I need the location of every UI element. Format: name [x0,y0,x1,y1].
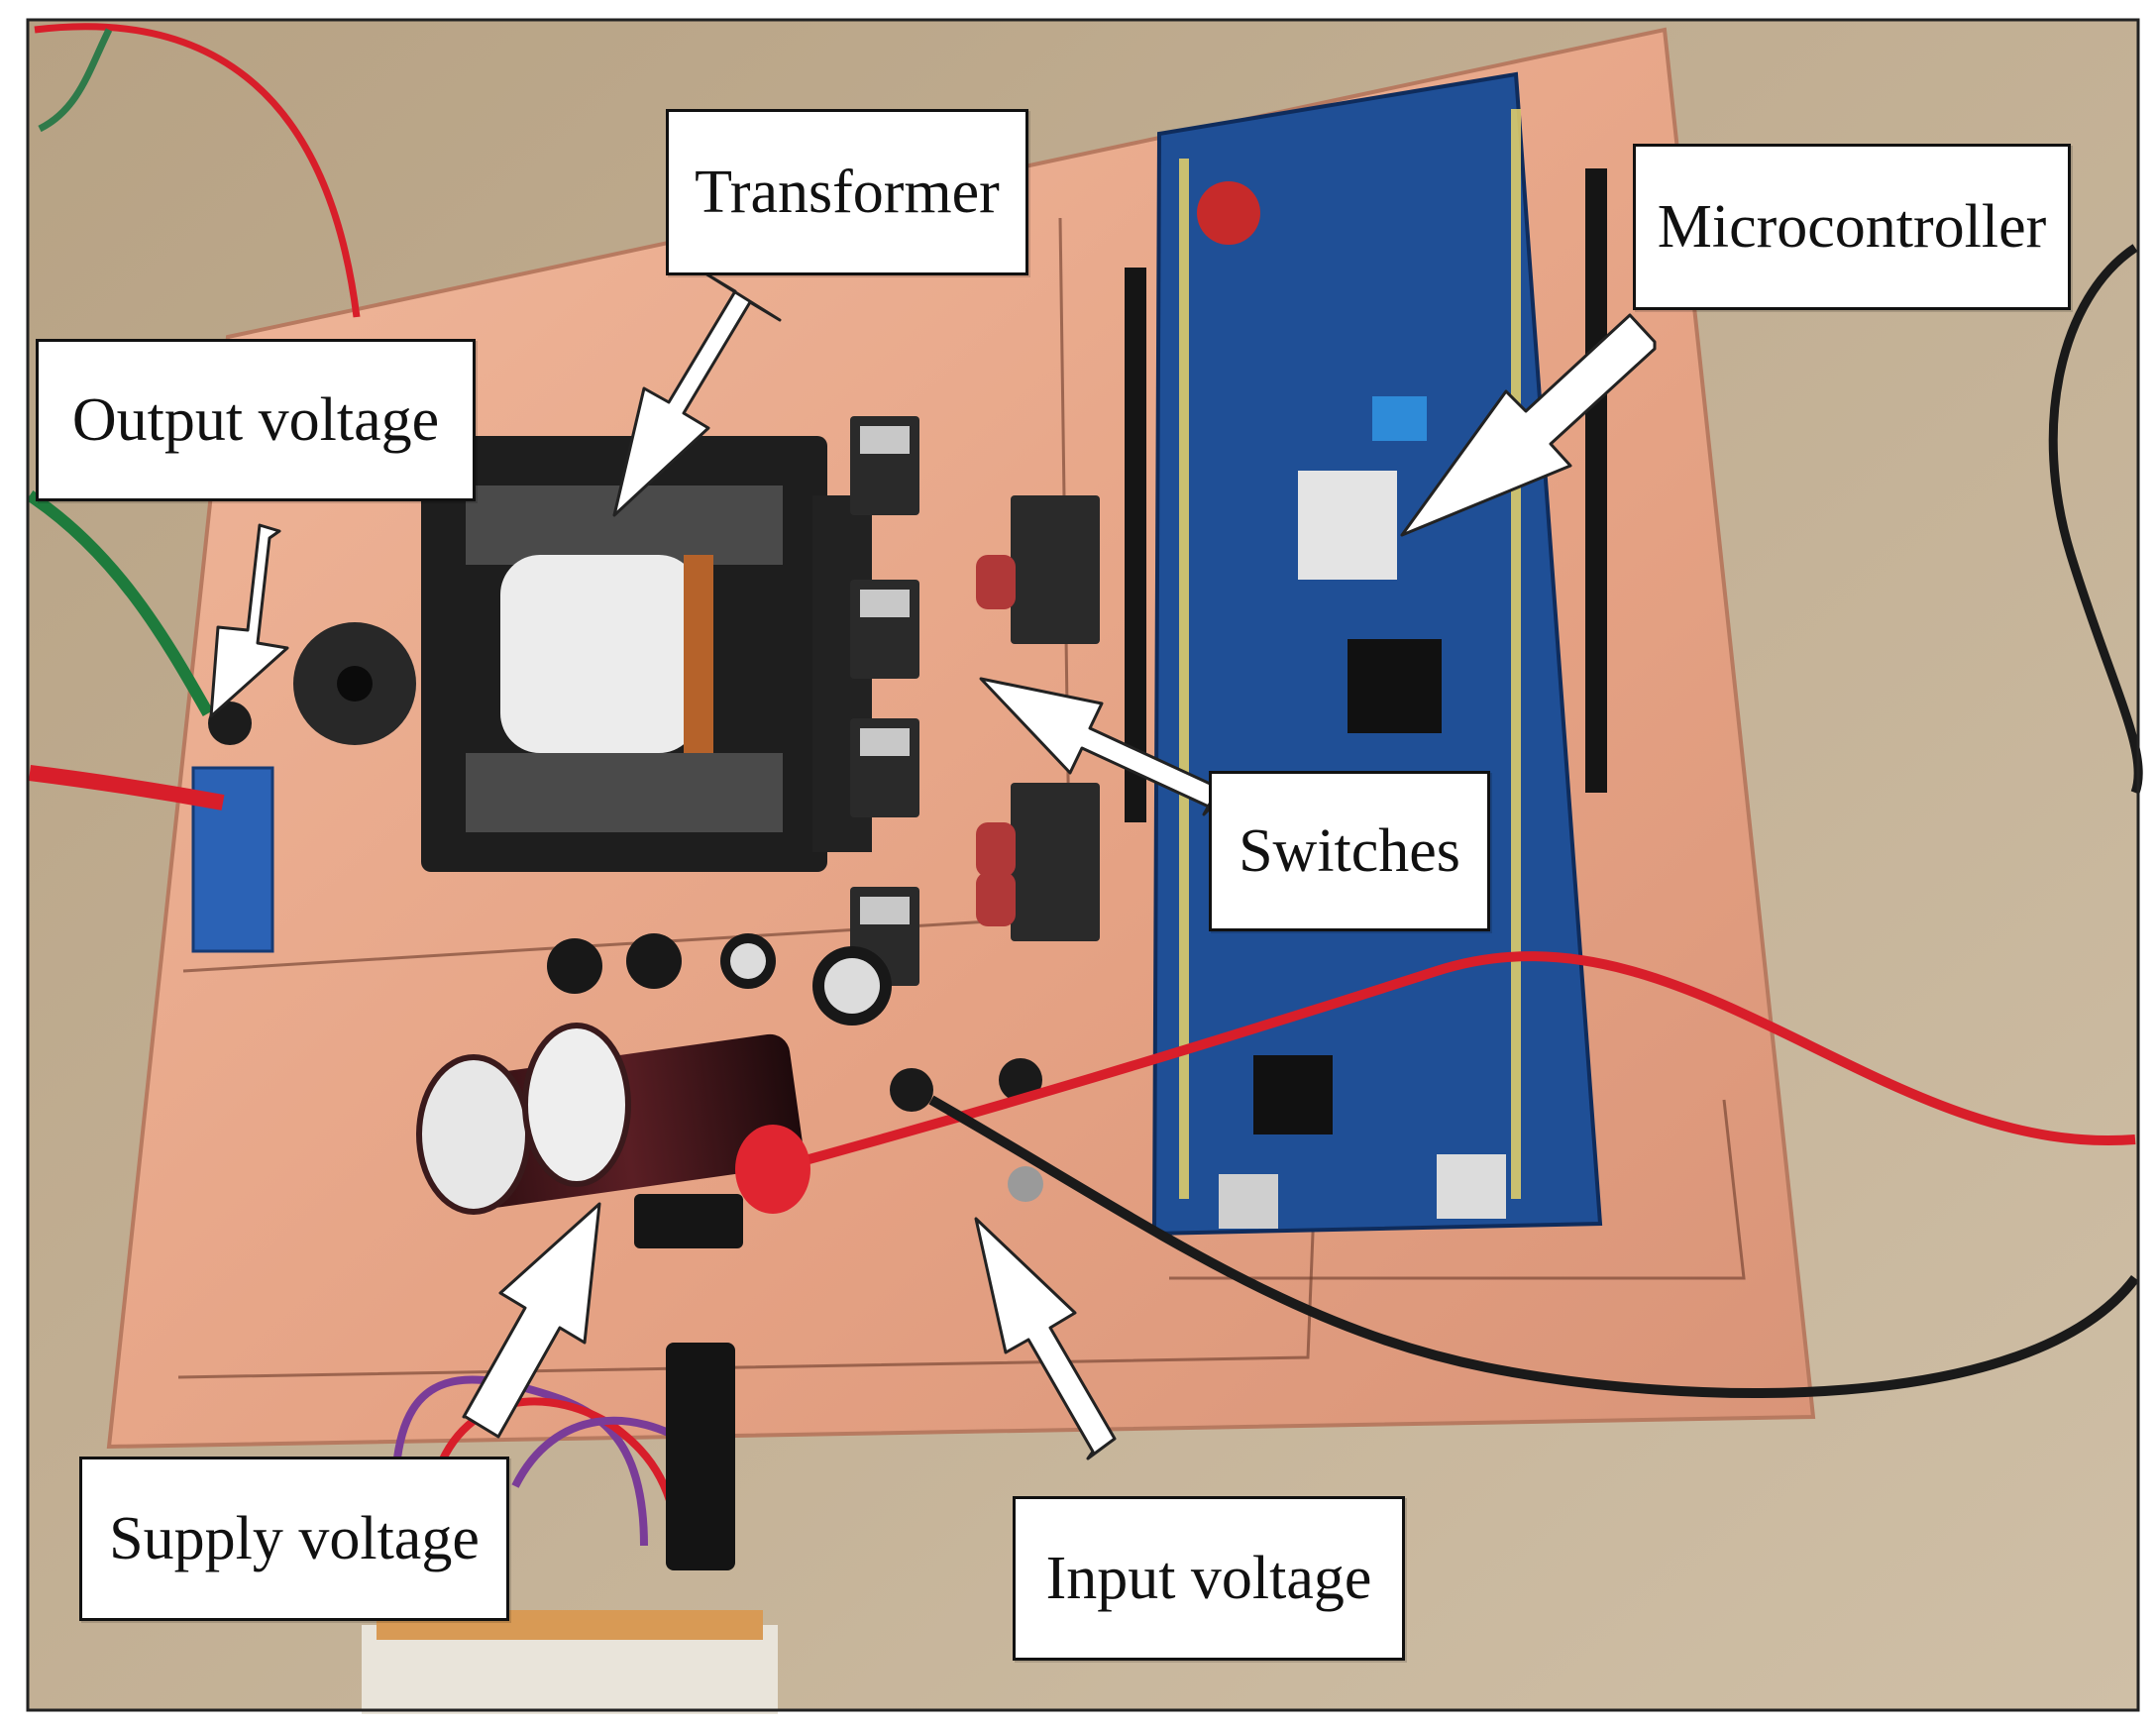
mcu-chip [1348,639,1442,733]
green-probe-wire [26,490,214,716]
header-left [1125,268,1146,822]
header-right [1585,168,1607,793]
red-clip [735,1125,810,1214]
blue-trimmer [1372,396,1427,441]
label-switches: Switches [1209,771,1490,931]
board-capacitor [1197,181,1260,245]
arrow-supply-voltage [462,1202,601,1439]
label-transformer: Transformer [666,109,1028,275]
photo-frame [26,18,2140,1712]
arrow-transformer [612,271,782,517]
label-input-voltage: Input voltage [1013,1496,1405,1661]
red-probe-wire [29,765,225,810]
arrow-switches [979,677,1221,816]
bulk-capacitors [416,1023,804,1215]
crystal-module [1298,471,1397,580]
label-output-voltage: Output voltage [36,339,476,501]
arrow-microcontroller [1400,313,1657,537]
red-wire-top [34,23,361,318]
input-terminal [890,1068,933,1112]
usb-connector [1437,1154,1506,1219]
label-supply-voltage: Supply voltage [79,1457,509,1621]
supply-connector [666,1343,735,1570]
arrow-input-voltage [974,1217,1117,1460]
black-input-wire [928,1095,2139,1398]
label-microcontroller: Microcontroller [1633,144,2071,310]
arrow-output-voltage [209,523,289,718]
transformer [421,436,872,872]
red-input-wire [771,951,2136,1174]
small-capacitors [547,933,892,1026]
